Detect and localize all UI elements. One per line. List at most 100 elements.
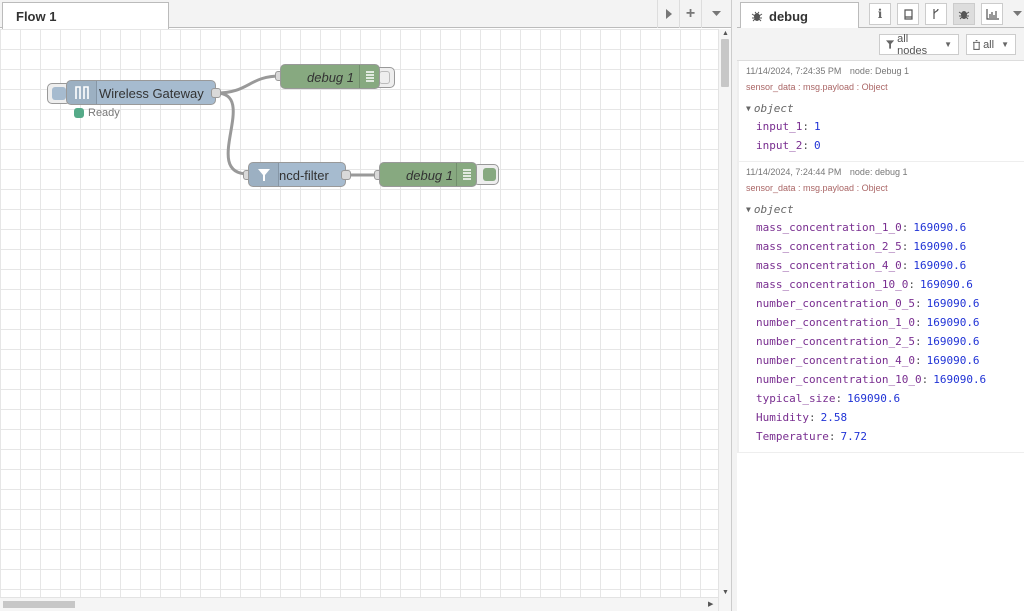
debug-toolbar: all nodes ▼ all ▼ — [737, 28, 1024, 61]
property-key: number_concentration_0_5 — [756, 297, 915, 310]
help-tab-button[interactable] — [897, 3, 919, 25]
dashboard-tab-button[interactable] — [981, 3, 1003, 25]
triangle-down-icon: ▼ — [746, 104, 751, 113]
gateway-output-port[interactable] — [211, 88, 221, 98]
debug-bottom-label: debug 1 — [406, 168, 453, 183]
sidebar-menu-button[interactable] — [1009, 3, 1024, 25]
property-colon: : — [914, 354, 922, 367]
property-value: 7.72 — [840, 430, 867, 443]
object-expander[interactable]: ▼ object — [746, 100, 1024, 117]
message-meta: 11/14/2024, 7:24:35 PM node: Debug 1 — [746, 66, 1024, 80]
object-property: input_2:0 — [746, 136, 1024, 155]
property-colon: : — [901, 259, 909, 272]
object-property: typical_size:169090.6 — [746, 389, 1024, 408]
node-ncd-filter[interactable]: ncd-filter — [248, 162, 346, 187]
property-value: 169090.6 — [913, 221, 967, 234]
property-key: mass_concentration_1_0 — [756, 221, 902, 234]
property-value: 1 — [813, 120, 821, 133]
property-key: mass_concentration_4_0 — [756, 259, 902, 272]
horizontal-scroll-thumb[interactable] — [3, 601, 75, 608]
tab-flow-1[interactable]: Flow 1 — [2, 2, 169, 29]
property-colon: : — [828, 430, 836, 443]
object-label: object — [753, 102, 794, 115]
wire-gateway-to-debug[interactable] — [215, 74, 282, 95]
sidebar-tab-bar: debug i — [737, 0, 1024, 29]
wireless-gateway-node-icon-box — [67, 81, 97, 104]
object-property: number_concentration_0_5:169090.6 — [746, 294, 1024, 313]
node-wireless-gateway[interactable]: Wireless Gateway — [66, 80, 216, 105]
node-debug-bottom[interactable]: debug 1 — [379, 162, 477, 187]
canvas-horizontal-scrollbar[interactable]: ▶ — [0, 597, 718, 611]
scroll-down-arrow-icon[interactable]: ▼ — [722, 589, 729, 596]
filter-output-port[interactable] — [341, 170, 351, 180]
message-meta: 11/14/2024, 7:24:44 PM node: debug 1 — [746, 167, 1024, 181]
scroll-up-arrow-icon[interactable]: ▲ — [722, 30, 729, 37]
vertical-scroll-thumb[interactable] — [721, 39, 729, 87]
debug-message-list[interactable]: 11/14/2024, 7:24:35 PM node: Debug 1 sen… — [737, 61, 1024, 611]
property-colon: : — [901, 240, 909, 253]
wire-gateway-to-filter[interactable] — [215, 91, 249, 176]
message-topic: sensor_data : msg.payload : Object — [746, 183, 888, 193]
config-nodes-tab-button[interactable] — [925, 3, 947, 25]
node-debug-top[interactable]: debug 1 — [280, 64, 380, 89]
property-colon: : — [914, 297, 922, 310]
object-property: Humidity:2.58 — [746, 408, 1024, 427]
plus-icon: + — [685, 5, 696, 22]
debug-top-toggle-inner — [379, 71, 390, 84]
property-key: typical_size — [756, 392, 836, 405]
bug-icon — [751, 11, 763, 22]
bridge-icon — [74, 85, 89, 99]
filter-node-icon-box — [249, 163, 279, 186]
object-expander[interactable]: ▼ object — [746, 201, 1024, 218]
property-colon: : — [921, 373, 929, 386]
debug-tab-button[interactable] — [953, 3, 975, 25]
object-property: number_concentration_4_0:169090.6 — [746, 351, 1024, 370]
add-flow-button[interactable]: + — [679, 0, 701, 28]
sidebar-splitter[interactable] — [732, 0, 737, 611]
tab-debug[interactable]: debug — [740, 2, 859, 29]
caret-down-icon: ▼ — [1001, 40, 1009, 49]
book-icon — [903, 8, 913, 20]
object-property: number_concentration_10_0:169090.6 — [746, 370, 1024, 389]
status-dot-icon — [74, 108, 84, 118]
object-property: input_1:1 — [746, 117, 1024, 136]
debug-message[interactable]: 11/14/2024, 7:24:35 PM node: Debug 1 sen… — [737, 61, 1024, 162]
object-property: mass_concentration_2_5:169090.6 — [746, 237, 1024, 256]
list-icon — [462, 168, 471, 180]
workspace: Flow 1 + Wireless Gateway — [0, 0, 731, 611]
property-value: 0 — [813, 139, 821, 152]
filter-nodes-label: all nodes — [897, 32, 928, 57]
message-node-link[interactable]: node: debug 1 — [849, 167, 908, 177]
property-colon: : — [808, 411, 816, 424]
message-timestamp: 11/14/2024, 7:24:44 PM — [746, 167, 842, 177]
filter-icon — [257, 168, 270, 181]
branch-icon — [933, 8, 939, 19]
debug-top-list-icon-box — [359, 65, 379, 88]
flow-list-menu-button[interactable] — [701, 0, 731, 28]
gateway-status: Ready — [74, 107, 120, 119]
property-key: mass_concentration_2_5 — [756, 240, 902, 253]
property-value: 169090.6 — [933, 373, 987, 386]
property-key: number_concentration_10_0 — [756, 373, 922, 386]
bar-chart-icon — [985, 8, 999, 20]
scroll-right-arrow-icon[interactable]: ▶ — [708, 601, 714, 608]
filter-nodes-dropdown[interactable]: all nodes ▼ — [879, 32, 959, 57]
message-node-link[interactable]: node: Debug 1 — [849, 66, 909, 76]
property-key: number_concentration_4_0 — [756, 354, 915, 367]
clear-messages-dropdown[interactable]: all ▼ — [966, 34, 1016, 55]
info-tab-button[interactable]: i — [869, 3, 891, 25]
property-value: 169090.6 — [847, 392, 901, 405]
debug-message[interactable]: 11/14/2024, 7:24:44 PM node: debug 1 sen… — [737, 162, 1024, 453]
object-property: mass_concentration_4_0:169090.6 — [746, 256, 1024, 275]
tab-flow-1-label: Flow 1 — [16, 9, 57, 24]
scroll-tabs-right-button[interactable] — [657, 0, 679, 28]
caret-right-icon — [665, 9, 672, 19]
flow-canvas[interactable]: Wireless Gateway Ready debug 1 — [0, 29, 718, 597]
property-key: number_concentration_2_5 — [756, 335, 915, 348]
sidebar: debug i — [731, 0, 1024, 611]
canvas-vertical-scrollbar[interactable]: ▲ ▼ — [718, 29, 731, 611]
property-value: 169090.6 — [919, 278, 973, 291]
message-topic: sensor_data : msg.payload : Object — [746, 82, 888, 92]
triangle-down-icon: ▼ — [746, 205, 751, 214]
message-timestamp: 11/14/2024, 7:24:35 PM — [746, 66, 842, 76]
